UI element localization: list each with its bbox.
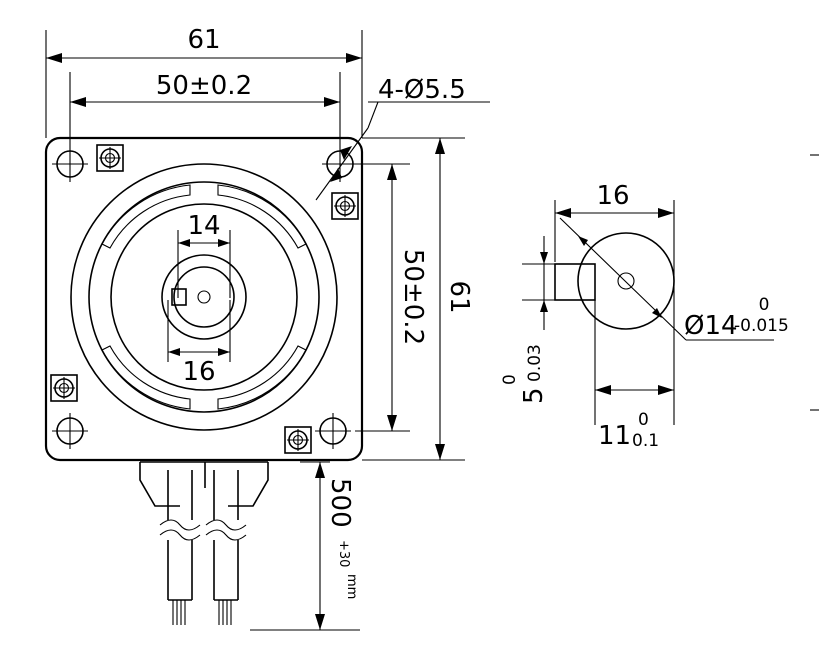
side-flat-tol-lower: 0.03: [525, 344, 545, 382]
dim-hole-spacing-v: 50±0.2: [355, 163, 428, 432]
side-flat-label: 5: [519, 387, 549, 404]
front-view: 61 50±0.2 4-Ø5.5 14: [44, 25, 490, 631]
side-view: 16 Ø14 0 -0.015 5 0 0.03: [500, 154, 819, 451]
dim-width-61: 61: [45, 25, 363, 138]
shaft-large-label: 16: [182, 357, 215, 387]
dim-side-11: 11 0 0.1: [594, 300, 675, 451]
mount-hole-tl: [51, 145, 89, 183]
screw-top: [96, 144, 124, 172]
dim-height-61: 61: [362, 137, 474, 461]
dim-side-flat: 5 0 0.03: [500, 236, 555, 404]
motor-body: [44, 136, 364, 462]
shaft-key: [171, 288, 187, 306]
side-dia-tol-lower: -0.015: [734, 316, 789, 336]
lead-length-label: 500: [325, 478, 355, 528]
side-width-label: 16: [596, 181, 629, 211]
hole-spacing-h-label: 50±0.2: [156, 71, 252, 101]
side-dia-label: Ø14: [684, 311, 738, 341]
hole-spacing-v-label: 50±0.2: [398, 249, 428, 345]
mount-hole-bl: [51, 412, 89, 450]
lead-tol-label: +30: [336, 540, 351, 567]
dim-shaft-14: 14: [177, 211, 231, 298]
holes-label: 4-Ø5.5: [378, 75, 466, 105]
lead-exit: [139, 461, 269, 507]
dim-hole-spacing-h: 50±0.2: [69, 71, 341, 146]
shaft-boss: [161, 254, 247, 340]
dim-side-16: 16: [554, 181, 675, 330]
lead-unit-label: mm: [344, 574, 359, 599]
screw-bottom: [284, 426, 312, 454]
outer-ring: [70, 163, 338, 431]
dim-holes-leader: 4-Ø5.5: [315, 75, 490, 201]
side-dia-tol-upper: 0: [759, 295, 770, 315]
side-length-label: 11: [598, 421, 631, 451]
shaft: [173, 266, 235, 328]
lead-wires: [159, 470, 247, 625]
screw-left: [50, 374, 78, 402]
dim-shaft-16: 16: [167, 300, 231, 387]
screw-right: [331, 192, 359, 220]
mount-hole-br: [314, 412, 352, 450]
shaft-key-side: [554, 263, 596, 301]
inner-face: [110, 203, 298, 391]
ring-slots: [101, 184, 307, 410]
shaft-center-side: [617, 272, 635, 290]
height-label: 61: [444, 280, 474, 313]
side-length-tol-lower: 0.1: [632, 431, 659, 451]
side-length-tol-upper: 0: [638, 410, 649, 430]
dim-lead-500: 500 +30 mm: [250, 461, 360, 631]
side-flat-tol-upper: 0: [500, 374, 520, 385]
inner-ring: [88, 181, 320, 413]
shaft-center: [197, 290, 211, 304]
width-label: 61: [187, 25, 220, 55]
shaft-small-label: 14: [187, 211, 220, 241]
dim-side-dia: Ø14 0 -0.015: [559, 217, 789, 341]
